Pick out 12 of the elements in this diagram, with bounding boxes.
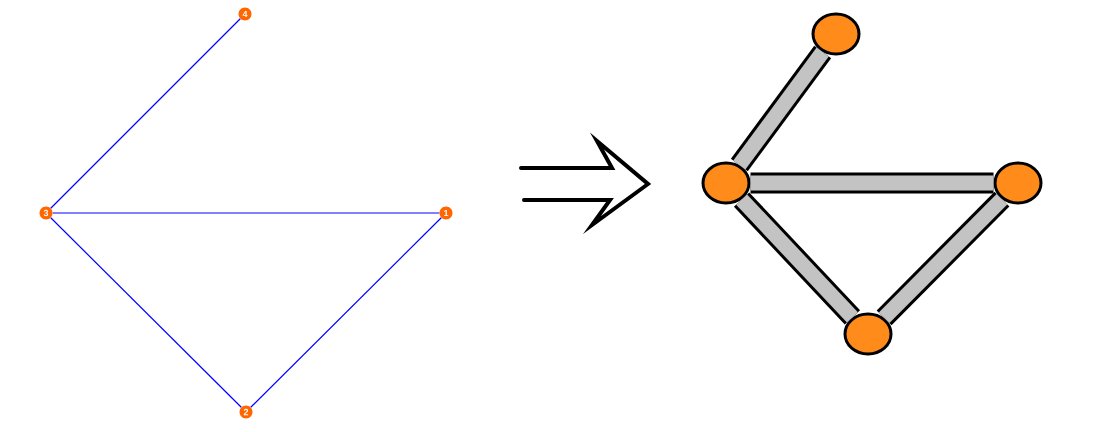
vertex-circle [843,312,893,356]
vertex-circle [701,161,751,205]
line-connector [52,212,440,214]
line-connector [50,217,242,408]
bar-connector [876,191,1010,326]
line-connector [250,217,442,408]
vertex-circle [811,12,861,56]
line-connector [50,18,241,209]
bar-connector [730,45,832,172]
bar-connector [750,172,994,194]
bar-connector [733,192,861,325]
vertex-circle [993,161,1043,205]
